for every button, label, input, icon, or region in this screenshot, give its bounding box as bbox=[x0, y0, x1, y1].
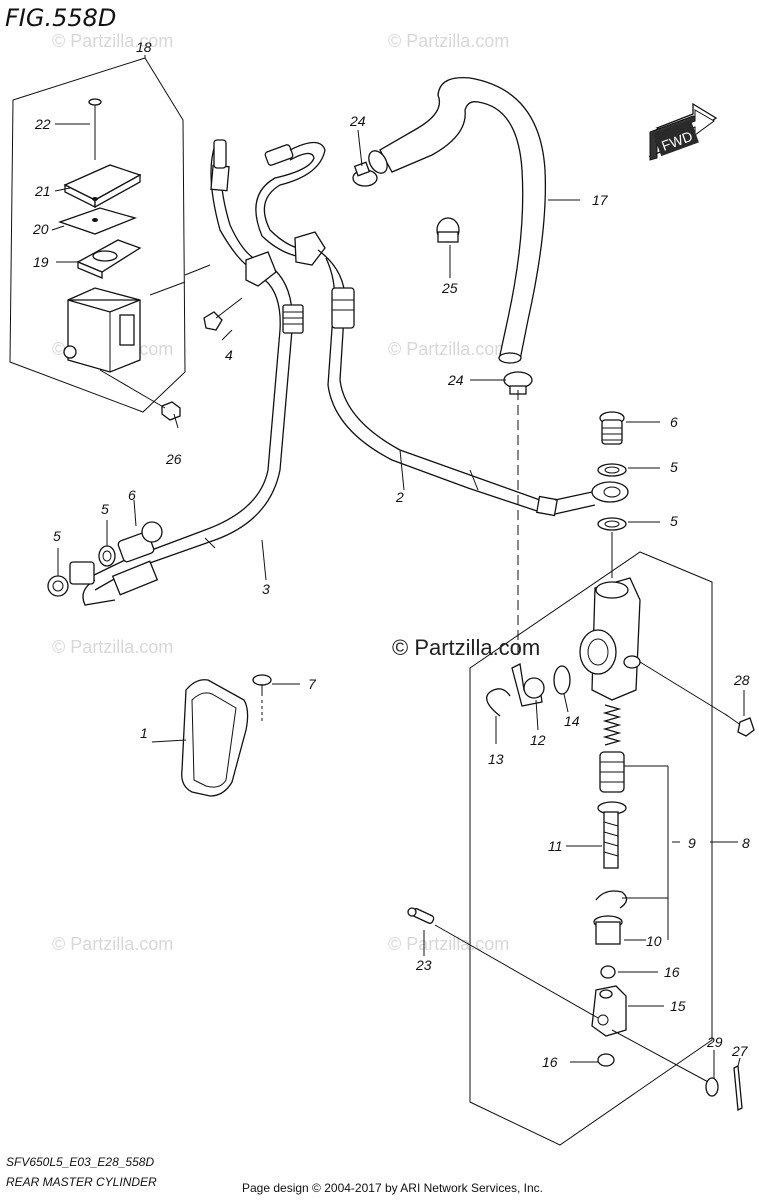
part-reservoir-body bbox=[63, 287, 141, 373]
callout-11: 11 bbox=[548, 838, 563, 854]
callout-15: 15 bbox=[670, 998, 686, 1014]
callout-24: 24 bbox=[447, 372, 464, 388]
part-9-piston bbox=[599, 751, 625, 793]
part-20-plate bbox=[58, 207, 138, 235]
part-6-banjo-bolt bbox=[599, 411, 625, 445]
callout-7: 7 bbox=[308, 676, 317, 692]
callout-5: 5 bbox=[670, 513, 678, 529]
part-circlip bbox=[595, 890, 628, 909]
master-cylinder-group-box bbox=[469, 551, 713, 1146]
part-spring bbox=[602, 704, 622, 746]
part-master-cylinder-body bbox=[579, 577, 641, 701]
callout-6: 6 bbox=[670, 414, 678, 430]
part-7-screw bbox=[252, 674, 272, 696]
callout-29: 29 bbox=[706, 1034, 723, 1050]
callout-13: 13 bbox=[488, 751, 504, 767]
part-3-hose bbox=[69, 139, 304, 606]
callout-24: 24 bbox=[349, 113, 366, 129]
part-13-circlip bbox=[486, 688, 511, 717]
callout-2: 2 bbox=[395, 489, 404, 505]
part-16-nut bbox=[600, 965, 616, 979]
part-12-fitting bbox=[511, 663, 545, 707]
part-26-bolt bbox=[161, 401, 181, 429]
callout-17: 17 bbox=[592, 192, 609, 208]
callout-23: 23 bbox=[415, 957, 432, 973]
callout-6: 6 bbox=[128, 487, 136, 503]
callout-1: 1 bbox=[140, 725, 148, 741]
callout-16: 16 bbox=[542, 1054, 558, 1070]
callout-10: 10 bbox=[646, 933, 662, 949]
part-2-hose bbox=[255, 141, 629, 517]
part-5-washer bbox=[597, 463, 627, 477]
callout-20: 20 bbox=[32, 221, 49, 237]
callout-19: 19 bbox=[33, 254, 49, 270]
part-21-cap bbox=[63, 164, 142, 209]
callout-27: 27 bbox=[731, 1043, 749, 1059]
callout-18: 18 bbox=[136, 39, 152, 55]
part-19-diaphragm bbox=[76, 239, 142, 279]
part-29-washer bbox=[705, 1077, 719, 1097]
part-1-guard bbox=[181, 679, 249, 797]
callout-9: 9 bbox=[688, 835, 696, 851]
callout-4: 4 bbox=[225, 347, 233, 363]
callout-25: 25 bbox=[441, 280, 458, 296]
part-5-washer bbox=[98, 545, 116, 567]
model-code: SFV650L5_E03_E28_558D bbox=[6, 1155, 154, 1169]
callout-labels: 1 2 3 4 5 5 5 5 6 6 7 8 9 10 11 12 13 14… bbox=[32, 39, 750, 1070]
part-15-clevis bbox=[591, 985, 627, 1037]
part-14-o-ring bbox=[553, 665, 571, 695]
watermark: © Partzilla.com bbox=[388, 934, 509, 954]
figure-title: FIG.558D bbox=[5, 4, 116, 32]
callout-16: 16 bbox=[664, 964, 680, 980]
part-17-hose bbox=[368, 76, 547, 364]
part-22-screw bbox=[88, 98, 102, 160]
part-10-boot bbox=[593, 915, 623, 945]
part-6-banjo-bolt bbox=[117, 521, 163, 563]
callout-28: 28 bbox=[733, 672, 750, 688]
page-design-credit: Page design © 2004-2017 by ARI Network S… bbox=[242, 1181, 543, 1195]
part-16-nut bbox=[597, 1053, 615, 1067]
diagram-name: REAR MASTER CYLINDER bbox=[6, 1175, 157, 1189]
part-25-clamp bbox=[436, 217, 460, 243]
callout-5: 5 bbox=[53, 528, 61, 544]
watermark: © Partzilla.com bbox=[52, 637, 173, 657]
part-28-bolt bbox=[724, 713, 755, 737]
fwd-arrow-icon: FWD bbox=[648, 102, 718, 161]
part-27-cotter-pin bbox=[733, 1064, 743, 1112]
part-11-pushrod bbox=[597, 801, 627, 869]
part-4-bolt bbox=[203, 297, 243, 331]
watermark: © Partzilla.com bbox=[388, 31, 509, 51]
callout-12: 12 bbox=[530, 732, 546, 748]
callout-14: 14 bbox=[564, 713, 580, 729]
callout-5: 5 bbox=[101, 501, 109, 517]
callout-5: 5 bbox=[670, 459, 678, 475]
part-24-clamp bbox=[352, 161, 378, 187]
copyright-label: © Partzilla.com bbox=[392, 635, 540, 660]
watermark: © Partzilla.com bbox=[52, 31, 173, 51]
part-23-pin bbox=[407, 907, 435, 924]
watermark: © Partzilla.com bbox=[388, 339, 509, 359]
callout-26: 26 bbox=[165, 451, 182, 467]
callout-8: 8 bbox=[742, 835, 750, 851]
callout-22: 22 bbox=[34, 116, 51, 132]
callout-21: 21 bbox=[34, 183, 51, 199]
part-5-washer bbox=[597, 517, 627, 531]
watermark: © Partzilla.com bbox=[52, 934, 173, 954]
callout-3: 3 bbox=[262, 581, 270, 597]
part-5-washer bbox=[47, 575, 69, 597]
